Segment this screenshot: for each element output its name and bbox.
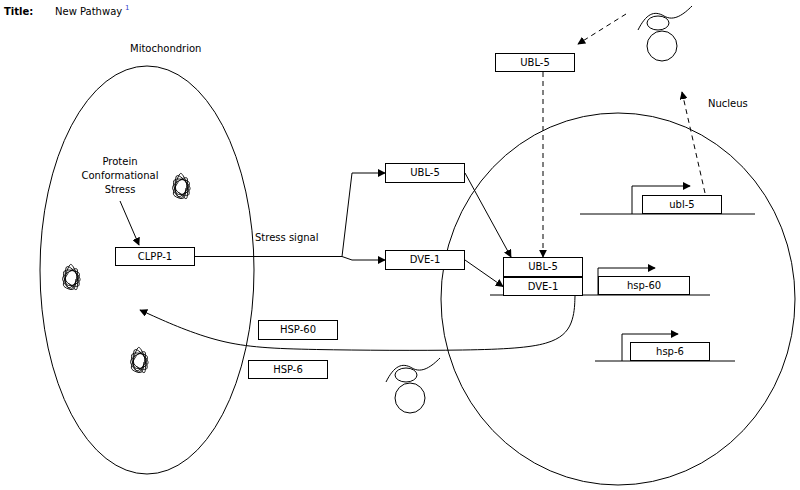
box-label: hsp-6 [656,346,684,358]
region-heading: Nucleus [708,98,748,110]
gene-box: hsp-6 [630,342,710,361]
connector-arrow [195,173,385,257]
box-label: DVE-1 [528,281,559,293]
ribosome-small [647,16,669,30]
connector-arrow [195,257,385,261]
ribosome-large [647,31,677,61]
mitochondrion-outline: MitochondrionCLPP-1 [39,65,255,475]
complex-box: UBL-5 [503,257,583,277]
ribosome-small [395,368,417,382]
outline-ellipse [441,113,795,485]
signal-label: Stress signal [255,231,319,245]
mrna-strand [638,6,692,30]
box-label: UBL-5 [528,261,558,273]
ribosome-large [395,383,425,413]
stress-label: Protein Conformational Stress [76,155,164,197]
protein-box: UBL-5 [495,53,575,72]
connector-arrow [465,260,503,287]
transcription-arrow [682,92,705,193]
footnote-number: 1 [125,1,129,15]
misfolded-protein [63,264,81,289]
box-label: hsp-60 [627,280,661,292]
box-label: DVE-1 [410,254,441,266]
protein-box: DVE-1 [385,250,465,270]
protein-box: UBL-5 [385,163,465,183]
protein-box: HSP-6 [248,360,328,379]
outline-shape [39,65,255,475]
misfolded-protein [131,347,149,372]
mrna-strand [386,358,440,382]
misfolded-protein [173,173,191,198]
connector-arrow [543,72,544,257]
region-heading: Mitochondrion [130,43,201,55]
box-label: UBL-5 [520,57,550,69]
box-label: ubl-5 [669,199,694,211]
box-label: UBL-5 [410,167,440,179]
diagram-title: New Pathway [55,5,122,19]
outline-ellipse [40,66,254,474]
nucleus-outline: Nucleusubl-5UBL-5DVE-1hsp-60hsp-6 [440,112,796,486]
box-label: CLPP-1 [138,251,172,263]
gene-box: hsp-60 [598,276,690,295]
box-label: HSP-6 [273,364,303,376]
title-prefix: Title: [4,5,33,19]
complex-box: DVE-1 [503,277,583,296]
gene-box: ubl-5 [642,195,722,214]
protein-box: HSP-60 [258,320,338,340]
box-label: HSP-60 [280,324,316,336]
translation-arrow [578,14,626,44]
outline-shape [440,112,796,486]
stress-arrow [120,201,139,245]
protein-box: CLPP-1 [115,247,195,266]
connector-arrow [465,173,511,257]
connector-arrow [140,296,575,350]
misfolded-proteins [63,173,191,372]
